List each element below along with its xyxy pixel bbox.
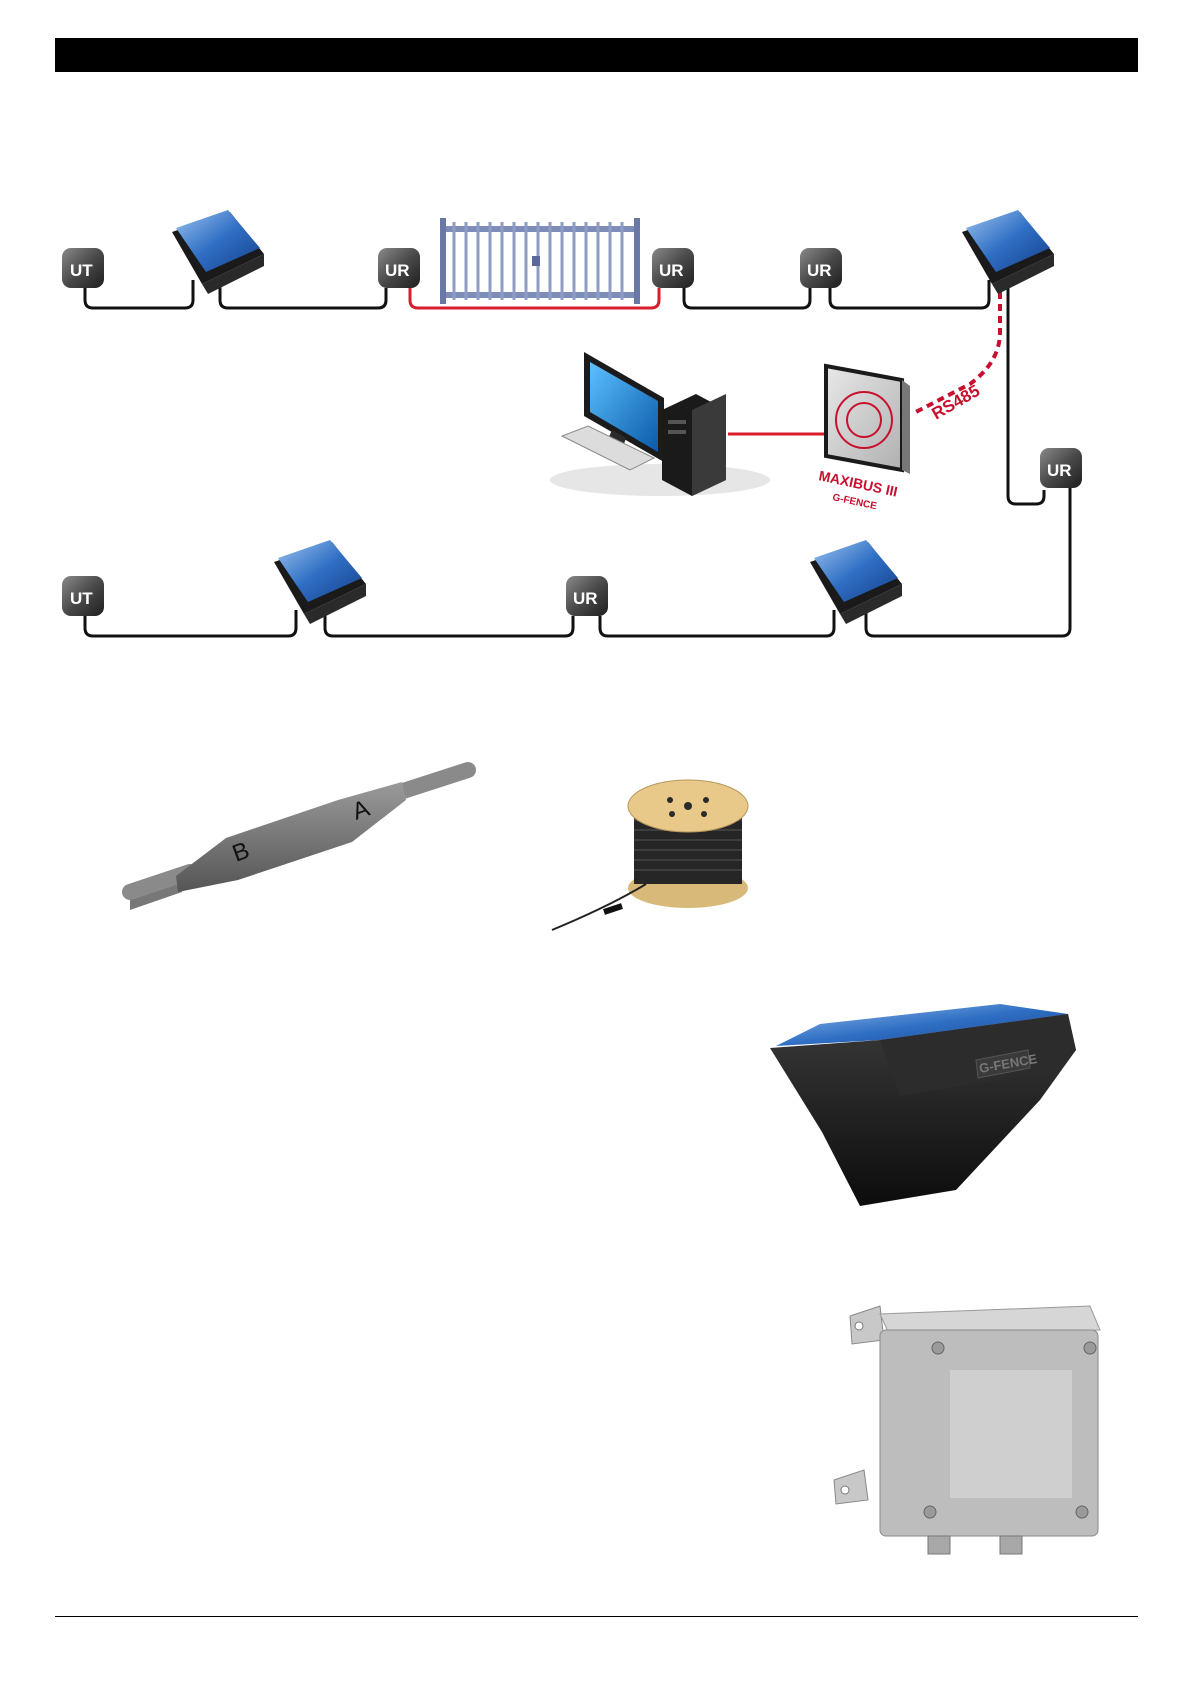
node-ur-row1-b: UR	[652, 248, 694, 288]
node-ur-row2: UR	[566, 576, 608, 616]
node-ur-row1-a-label: UR	[385, 261, 410, 280]
node-ut-row1: UT	[62, 248, 104, 288]
sensor-housing-product: G-FENCE	[770, 1004, 1076, 1206]
node-ur-right: UR	[1040, 448, 1082, 488]
solar-sensor-row1-right	[962, 210, 1054, 294]
node-ut-row2-label: UT	[70, 589, 93, 608]
solar-sensor-row2-left	[274, 540, 366, 624]
solar-sensor-row1-left	[172, 210, 264, 294]
node-ur-right-label: UR	[1047, 461, 1072, 480]
maxibus-controller: MAXIBUS III G-FENCE	[817, 366, 910, 512]
cable-splice-product: B A	[130, 770, 468, 910]
controller-brand-label: G-FENCE	[831, 492, 878, 512]
rs485-label: RS485	[929, 381, 984, 423]
node-ur-row1-a: UR	[378, 248, 420, 288]
cable-reel-product	[552, 780, 748, 930]
solar-sensor-row2-right	[810, 540, 902, 624]
node-ur-row1-c: UR	[800, 248, 842, 288]
gate-illustration	[440, 218, 640, 304]
cable-right-drop	[1008, 280, 1044, 504]
computer-workstation	[550, 352, 770, 496]
node-ut-row1-label: UT	[70, 261, 93, 280]
node-ur-row2-label: UR	[573, 589, 598, 608]
node-ut-row2: UT	[62, 576, 104, 616]
junction-box-product	[834, 1306, 1100, 1554]
node-ur-row1-b-label: UR	[659, 261, 684, 280]
footer-rule	[55, 1616, 1138, 1617]
controller-name-label: MAXIBUS III	[817, 467, 899, 499]
node-ur-row1-c-label: UR	[807, 261, 832, 280]
